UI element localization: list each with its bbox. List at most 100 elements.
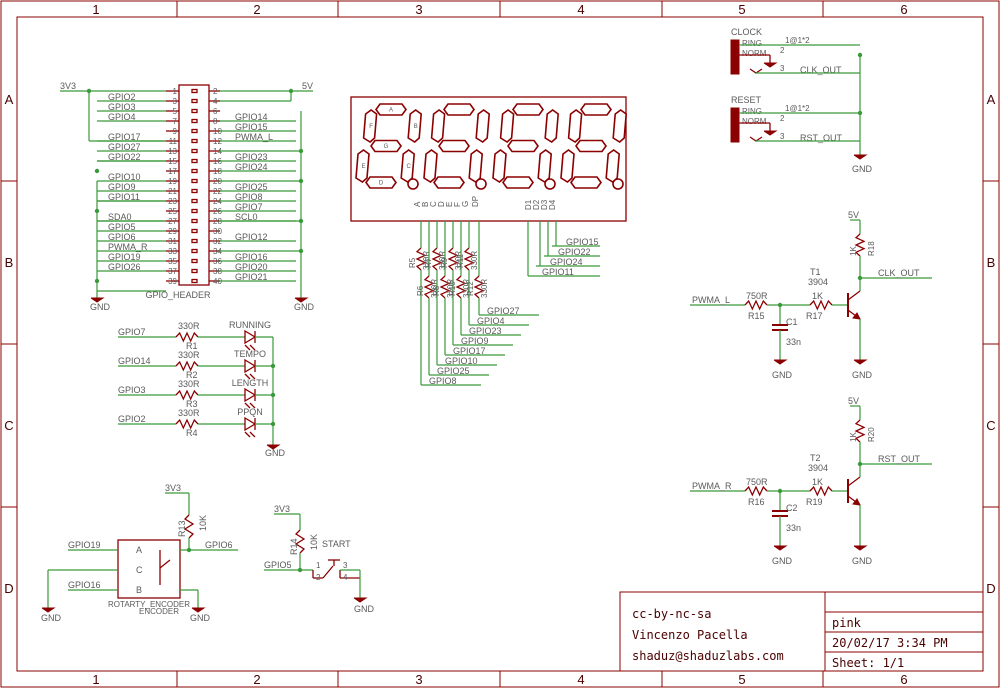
display-segment bbox=[507, 139, 539, 153]
driver-resistor-value: 750R bbox=[746, 477, 768, 487]
header-pin-number: 5 bbox=[173, 107, 178, 116]
header-pin-number: 15 bbox=[168, 157, 177, 166]
display-segment bbox=[544, 109, 560, 143]
email-text: shaduz@shaduzlabs.com bbox=[632, 649, 784, 663]
header-net-label: PWMA_L bbox=[235, 132, 273, 142]
segment-pin-label: B bbox=[421, 202, 430, 207]
button-pin: 2 bbox=[316, 573, 321, 582]
header-net-label: GPIO17 bbox=[108, 132, 141, 142]
driver-output-net: CLK_OUT bbox=[878, 268, 920, 278]
header-pin bbox=[191, 128, 198, 134]
header-pin-number: 34 bbox=[213, 247, 222, 256]
segment-letter: G bbox=[384, 144, 389, 150]
display-segment bbox=[407, 109, 423, 143]
header-pin-number: 3 bbox=[173, 97, 178, 106]
jack-pin: 3 bbox=[780, 132, 785, 141]
sheet-number: Sheet: 1/1 bbox=[832, 656, 904, 670]
display-segment bbox=[433, 176, 465, 189]
segment-letter: E bbox=[361, 164, 365, 170]
encoder-pin-a: A bbox=[136, 545, 142, 555]
digit-net-label: GPIO15 bbox=[566, 237, 599, 247]
header-pin-number: 26 bbox=[213, 207, 222, 216]
button-resistor-value: 10K bbox=[309, 534, 319, 550]
driver-resistor-value: 750R bbox=[746, 291, 768, 301]
display-segment bbox=[423, 149, 438, 183]
driver-ground-label: GND bbox=[852, 556, 873, 566]
encoder-pullup-value: 10K bbox=[198, 515, 208, 531]
driver-cap-value: 33n bbox=[786, 523, 801, 533]
header-net-label: GPIO8 bbox=[235, 192, 263, 202]
led-resistor-value: 330R bbox=[178, 379, 200, 389]
header-pin-number: 2 bbox=[213, 87, 218, 96]
header-pin bbox=[191, 258, 198, 264]
header-pin-number: 8 bbox=[213, 117, 218, 126]
header-pin bbox=[191, 148, 198, 154]
jack-net-label: RST_OUT bbox=[800, 133, 843, 143]
segment-resistor-name: R8 bbox=[432, 285, 441, 296]
segment-net-label: GPIO9 bbox=[461, 336, 489, 346]
led-diode bbox=[244, 387, 257, 403]
header-net-label: GPIO2 bbox=[108, 92, 136, 102]
display-segment bbox=[502, 176, 534, 189]
header-net-label: GPIO11 bbox=[108, 192, 140, 202]
display-segment bbox=[355, 149, 370, 183]
led-resistor-name: R1 bbox=[186, 341, 198, 351]
header-net-label: GPIO7 bbox=[235, 202, 263, 212]
header-net-label: GPIO3 bbox=[108, 102, 136, 112]
column-label: 5 bbox=[738, 672, 745, 687]
display-segment bbox=[492, 149, 507, 183]
display-segment bbox=[570, 176, 602, 189]
row-label: D bbox=[986, 581, 995, 596]
column-label: 1 bbox=[92, 2, 99, 17]
header-pin bbox=[191, 228, 198, 234]
header-body bbox=[178, 84, 210, 286]
header-pin bbox=[191, 188, 198, 194]
header-net-label: GPIO5 bbox=[108, 222, 136, 232]
segment-net-label: GPIO25 bbox=[437, 366, 470, 376]
button-pin: 3 bbox=[343, 561, 348, 570]
jack-ring-label: RING bbox=[742, 107, 762, 116]
header-net-label: GPIO15 bbox=[235, 122, 268, 132]
display-segment bbox=[443, 103, 475, 116]
digit-pin-label: D3 bbox=[540, 199, 549, 210]
header-net-label: GPIO12 bbox=[235, 232, 268, 242]
header-pin bbox=[191, 118, 198, 124]
header-pin-number: 17 bbox=[168, 167, 177, 176]
header-net-label: GPIO10 bbox=[108, 172, 141, 182]
ground-label: GND bbox=[90, 302, 111, 312]
header-pin bbox=[191, 208, 198, 214]
segment-resistor-value: 330R bbox=[446, 279, 455, 298]
header-pin-number: 13 bbox=[168, 147, 177, 156]
decimal-point bbox=[612, 178, 624, 190]
header-net-label: GPIO20 bbox=[235, 262, 268, 272]
header-pin-number: 7 bbox=[173, 117, 178, 126]
encoder-ground-label: GND bbox=[190, 613, 211, 623]
segment-resistor-value: 330R bbox=[462, 279, 471, 298]
driver-transistor-value: 3904 bbox=[808, 463, 828, 473]
column-label: 5 bbox=[738, 2, 745, 17]
jack-net-label: CLK_OUT bbox=[800, 65, 842, 75]
header-pin bbox=[191, 98, 198, 104]
column-label: 2 bbox=[253, 2, 260, 17]
led-resistor-name: R2 bbox=[186, 370, 198, 380]
segment-pin-label: G bbox=[461, 201, 470, 207]
header-net-label: SCL0 bbox=[235, 212, 258, 222]
encoder-net-a: GPIO19 bbox=[68, 540, 101, 550]
header-pin-number: 23 bbox=[168, 197, 177, 206]
led-resistor-value: 330R bbox=[178, 408, 200, 418]
column-label: 6 bbox=[900, 2, 907, 17]
jack-ring-label: RING bbox=[742, 39, 762, 48]
display-segment bbox=[575, 139, 607, 153]
ground-symbol bbox=[853, 359, 868, 365]
jack-pin: 3 bbox=[780, 64, 785, 73]
digit-net-label: GPIO11 bbox=[542, 267, 574, 277]
row-label: A bbox=[987, 92, 996, 107]
segment-letter: C bbox=[407, 164, 412, 170]
header-pin bbox=[191, 248, 198, 254]
header-net-label: GPIO25 bbox=[235, 182, 268, 192]
header-pin-number: 10 bbox=[213, 127, 222, 136]
led-resistor-value: 330R bbox=[178, 350, 200, 360]
